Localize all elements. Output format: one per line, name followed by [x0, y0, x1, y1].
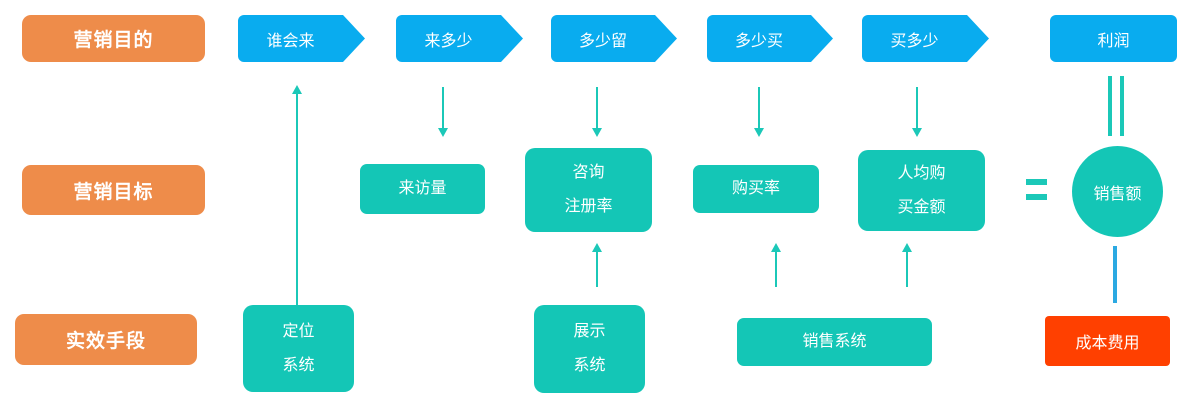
metric-visitors: 来访量	[360, 164, 485, 214]
cost-box: 成本费用	[1045, 316, 1170, 366]
tool-sales-system: 销售系统	[737, 318, 932, 366]
funnel-step-how-many-come: 来多少	[396, 15, 523, 62]
row-label-purpose: 营销目的	[22, 15, 205, 62]
funnel-step-how-many-buy: 多少买	[707, 15, 833, 62]
metric-avg-purchase-amount: 人均购 买金额	[858, 150, 985, 231]
metric-sales-circle: 销售额	[1072, 146, 1163, 237]
row-label-target: 营销目标	[22, 165, 205, 215]
funnel-step-how-many-stay: 多少留	[551, 15, 677, 62]
row-label-tactics: 实效手段	[15, 314, 197, 365]
funnel-step-who-comes: 谁会来	[238, 15, 365, 62]
funnel-step-buy-how-much: 买多少	[862, 15, 989, 62]
profit-box: 利润	[1050, 15, 1177, 62]
metric-purchase-rate: 购买率	[693, 165, 819, 213]
tool-display-system: 展示 系统	[534, 305, 645, 393]
connector-sales-to-cost	[1113, 246, 1117, 303]
metric-consult-reg-rate: 咨询 注册率	[525, 148, 652, 232]
tool-positioning-system: 定位 系统	[243, 305, 354, 392]
